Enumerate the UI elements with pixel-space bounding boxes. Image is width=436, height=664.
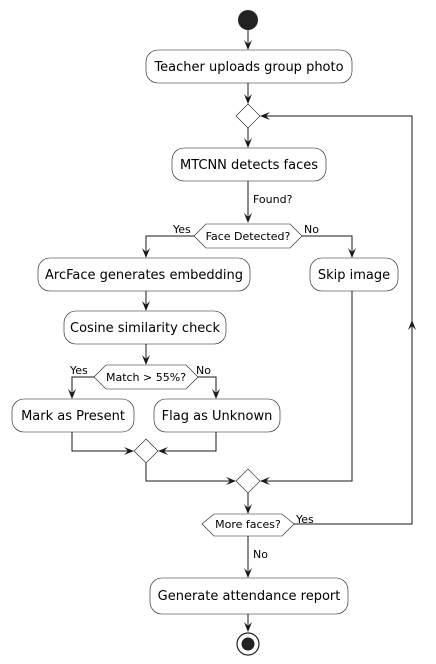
edges [68, 30, 416, 632]
decision-label: Face Detected? [206, 230, 291, 243]
edge-label-more-no: No [253, 548, 268, 561]
edge-label-face-no: No [304, 223, 319, 236]
merge-diamond-match [133, 438, 159, 464]
edge-label-match-yes: Yes [69, 364, 88, 377]
node-label: Teacher uploads group photo [153, 60, 343, 75]
merge-diamond-detect [235, 468, 261, 494]
node-mtcnn: MTCNN detects faces [171, 147, 327, 182]
decision-more-faces: More faces? [201, 513, 295, 537]
node-flag-unknown: Flag as Unknown [153, 398, 281, 433]
node-generate-report: Generate attendance report [149, 577, 349, 615]
end-node [236, 632, 260, 656]
node-arcface: ArcFace generates embedding [37, 257, 251, 292]
node-label: Flag as Unknown [162, 409, 273, 424]
node-label: MTCNN detects faces [180, 158, 318, 173]
edge-label-match-no: No [196, 364, 211, 377]
node-label: Cosine similarity check [70, 321, 220, 336]
node-label: Generate attendance report [158, 589, 341, 604]
node-skip-image: Skip image [309, 257, 399, 292]
node-cosine: Cosine similarity check [63, 310, 227, 345]
decision-match: Match > 55%? [93, 364, 199, 390]
merge-diamond-loop [235, 103, 261, 129]
edge-label-found: Found? [253, 193, 293, 206]
node-teacher-uploads: Teacher uploads group photo [145, 49, 353, 84]
node-label: ArcFace generates embedding [45, 268, 243, 283]
node-mark-present: Mark as Present [11, 398, 135, 433]
node-label: Skip image [318, 268, 390, 283]
edge-label-more-yes: Yes [295, 513, 314, 526]
decision-label: More faces? [215, 518, 281, 531]
start-node [238, 10, 258, 30]
node-label: Mark as Present [21, 409, 125, 424]
edge-label-face-yes: Yes [172, 223, 191, 236]
decision-face-detected: Face Detected? [193, 223, 303, 249]
decision-label: Match > 55%? [106, 371, 186, 384]
